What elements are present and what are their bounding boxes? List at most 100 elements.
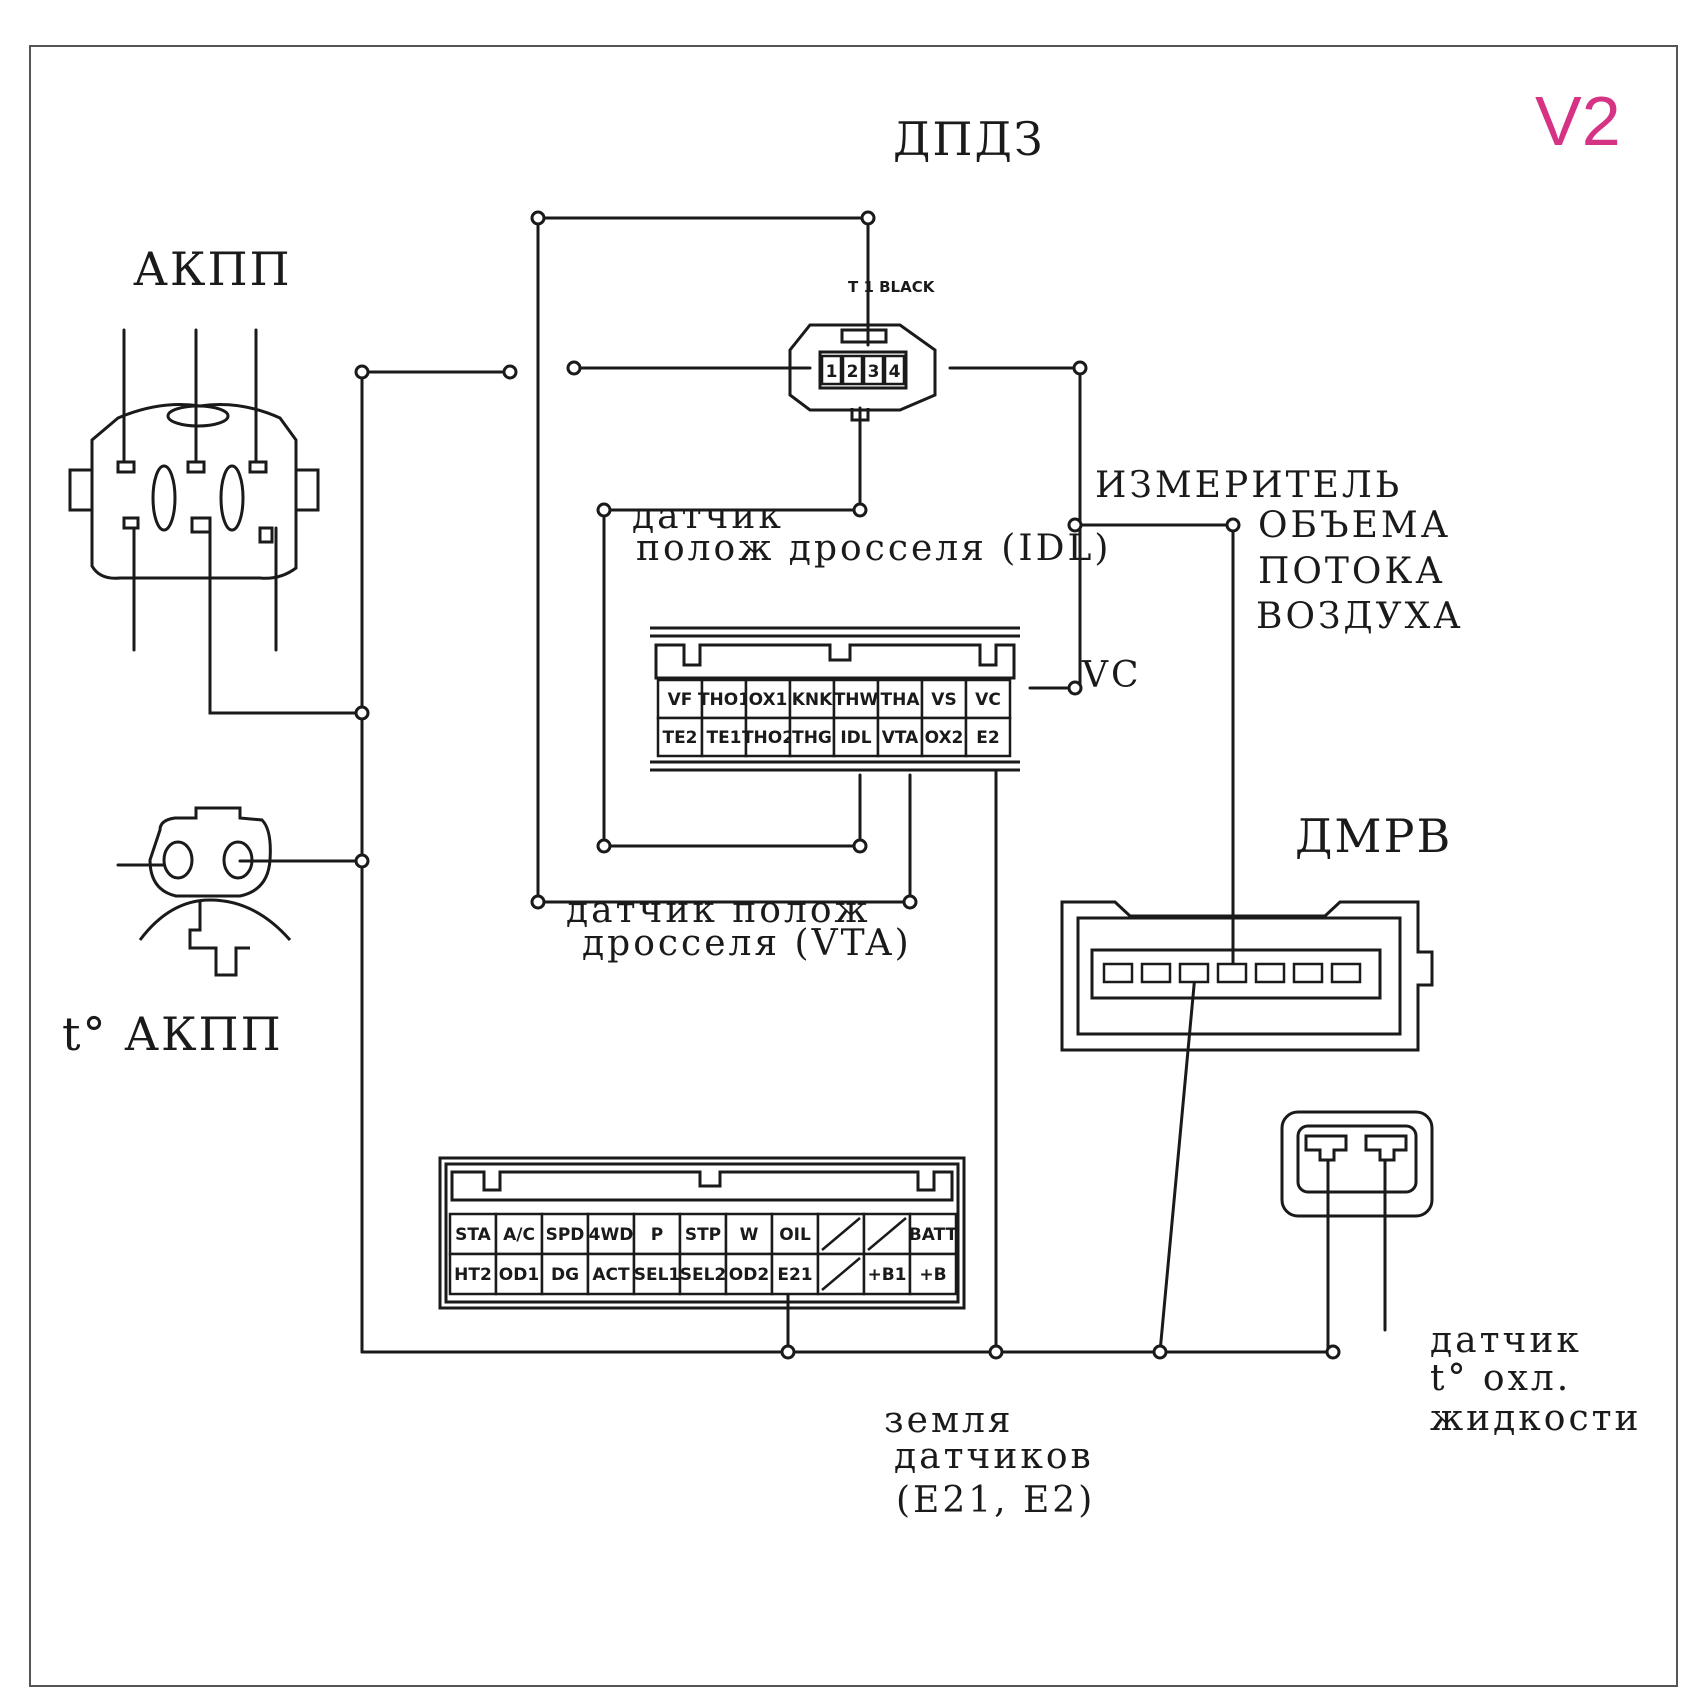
ecu-lower-pin-label: OD1 (499, 1265, 539, 1285)
ecu-upper-pin-label: OX2 (925, 728, 964, 748)
akpp-connector (68, 403, 320, 580)
dmrv-connector (1060, 900, 1434, 1052)
ecu-upper-pin-label: VC (975, 690, 1001, 710)
ecu-lower-pin-label: A/C (503, 1225, 535, 1245)
ecu-upper-pin-label: TE1 (706, 728, 741, 748)
label-akpp: АКПП (133, 242, 292, 296)
ecu-lower-blank-slash (821, 1217, 861, 1251)
ecu-lower-cell (494, 1212, 544, 1256)
ecu-upper-cell (744, 716, 792, 758)
dmrv-pin (1330, 962, 1362, 984)
page-border (29, 45, 1678, 1687)
ecu-lower-pin-label: HT2 (454, 1265, 492, 1285)
ecu-upper-pin-label: KNK (792, 690, 833, 710)
label-tps-connector: T 1 BLACK (848, 278, 936, 296)
ecu-lower-pin-label: BATT (909, 1225, 958, 1245)
ecu-lower-pin-label: DG (551, 1265, 579, 1285)
label-coolant-line2: t° охл. (1430, 1358, 1571, 1399)
label-ground-line1: земля (884, 1400, 1014, 1441)
dmrv-pin (1254, 962, 1286, 984)
ecu-upper-cell (656, 678, 704, 720)
ecu-lower-pin-label: P (651, 1225, 663, 1245)
tps-pin-cell (841, 354, 864, 386)
ecu-lower-blank-slash (821, 1257, 861, 1291)
ecu-upper-pin-label: TE2 (662, 728, 697, 748)
ecu-lower-cell (724, 1252, 774, 1296)
ecu-lower-pin-label: SPD (546, 1225, 585, 1245)
label-maf-line2: ОБЪЕМА (1258, 505, 1451, 546)
ecu-lower-pin-label: STA (455, 1225, 492, 1245)
tps-pin-label: 2 (847, 362, 859, 382)
tps-pin-label: 4 (889, 362, 901, 382)
coolant-temp-sensor (1280, 1110, 1434, 1218)
ecu-lower-cell (908, 1212, 958, 1256)
tps-pin-label: 3 (868, 362, 880, 382)
label-dpdz: ДПДЗ (893, 112, 1045, 166)
ecu-lower-cell (678, 1252, 728, 1296)
ecu-upper-cell (788, 716, 836, 758)
label-coolant-line1: датчик (1430, 1320, 1582, 1361)
label-tps-vta-line1: датчик полож (566, 890, 871, 931)
ecu-lower-pin-label: ACT (592, 1265, 630, 1285)
tps-pin-cell (883, 354, 906, 386)
ecu-lower-cell (632, 1252, 682, 1296)
ecu-upper-pin-label: THA (881, 690, 921, 710)
ecu-lower-pin-label: STP (685, 1225, 721, 1245)
label-tps-idl-line1: датчик (632, 496, 784, 537)
ecu-upper-pin-label: E2 (976, 728, 999, 748)
tps-pin-cell (862, 354, 885, 386)
dmrv-pin (1140, 962, 1172, 984)
label-maf-line3: ПОТОКА (1258, 551, 1446, 592)
label-maf-line4: ВОЗДУХА (1256, 596, 1464, 637)
ecu-lower-pin-label: OD2 (729, 1265, 769, 1285)
ecu-lower-pin-label: +B1 (867, 1265, 906, 1285)
ecu-upper-pin-label: THO1 (698, 690, 750, 710)
label-coolant-line3: жидкости (1430, 1398, 1642, 1439)
wire-nodes (354, 210, 1341, 1360)
ecu-lower-pin-label: OIL (779, 1225, 811, 1245)
ecu-upper-pin-label: THW (834, 690, 879, 710)
ecu-lower-cell (908, 1252, 958, 1296)
label-maf-line1: ИЗМЕРИТЕЛЬ (1095, 465, 1402, 506)
ecu-upper-pin-label: IDL (840, 728, 871, 748)
ecu-upper-pin-label: VS (931, 690, 956, 710)
ecu-lower-cell (862, 1252, 912, 1296)
label-vc: VC (1081, 655, 1142, 696)
ecu-upper-pin-label: THO2 (742, 728, 794, 748)
ecu-upper-pin-label: VTA (882, 728, 919, 748)
ecu-lower-blank-slash (867, 1217, 907, 1251)
label-tps-idl-line2: полож дросселя (IDL) (636, 528, 1111, 569)
ecu-lower-cell (448, 1212, 498, 1256)
dmrv-pin (1178, 962, 1210, 984)
label-t-akpp: t° АКПП (62, 1007, 283, 1061)
dmrv-pin (1216, 962, 1248, 984)
ecu-upper-cell (964, 716, 1012, 758)
dmrv-pin (1292, 962, 1324, 984)
ecu-upper-pin-label: THG (792, 728, 832, 748)
label-dmrv: ДМРВ (1295, 809, 1452, 863)
ecu-lower-pin-label: +B (919, 1265, 946, 1285)
ecu-lower-pin-label: SEL2 (680, 1265, 727, 1285)
ecu-lower-pin-label: E21 (777, 1265, 812, 1285)
tps-pin-cell (820, 354, 843, 386)
dmrv-pin (1102, 962, 1134, 984)
ecu-upper-cell (700, 716, 748, 758)
tps-pin-label: 1 (826, 362, 838, 382)
ecu-lower-cell (540, 1252, 590, 1296)
ecu-lower-pin-label: W (740, 1225, 759, 1245)
ecu-upper-cell (920, 716, 968, 758)
ecu-lower-cell (448, 1252, 498, 1296)
label-ground-line3: (E21, E2) (896, 1480, 1095, 1521)
akpp-temp-sensor (116, 806, 292, 977)
ecu-lower-pin-label: SEL1 (634, 1265, 681, 1285)
ecu-lower-pin-label: 4WD (589, 1225, 634, 1245)
wires (122, 216, 1387, 1354)
ecu-upper-pin-label: OX1 (749, 690, 788, 710)
version-badge: V2 (1535, 82, 1621, 160)
label-ground-line2: датчиков (894, 1436, 1094, 1477)
ecu-upper-pin-label: VF (668, 690, 693, 710)
